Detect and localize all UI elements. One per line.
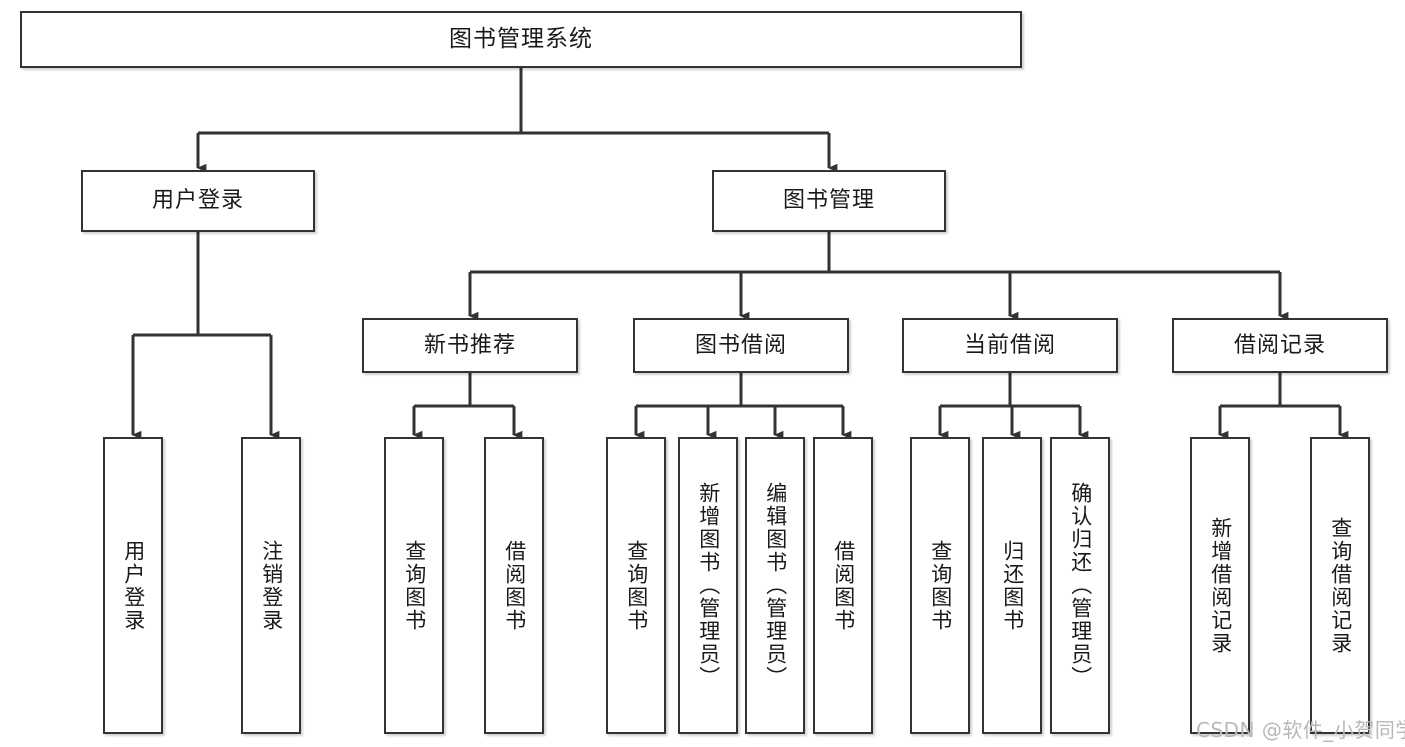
node-label: 借阅图书	[831, 539, 856, 632]
leaf-confirm-return-admin[interactable]: 确认归还（管理员）	[1050, 437, 1110, 734]
leaf-user-login[interactable]: 用户登录	[103, 437, 163, 734]
csdn-watermark: CSDN @软件_小贺同学	[1196, 718, 1405, 742]
node-label: 查询图书	[624, 539, 649, 632]
leaf-user-logout[interactable]: 注销登录	[241, 437, 301, 734]
node-label: 确认归还（管理员）	[1068, 482, 1093, 689]
leaf-return-book[interactable]: 归还图书	[982, 437, 1042, 734]
node-label: 用户登录	[151, 188, 244, 214]
node-user-login[interactable]: 用户登录	[81, 170, 315, 232]
node-label: 查询图书	[928, 539, 953, 632]
leaf-add-book-admin[interactable]: 新增图书（管理员）	[678, 437, 738, 734]
node-label: 借阅记录	[1233, 332, 1326, 358]
node-current-borrowing[interactable]: 当前借阅	[902, 318, 1118, 373]
leaf-query-book-recommendation[interactable]: 查询图书	[384, 437, 444, 734]
node-label: 图书借阅	[694, 332, 787, 358]
node-label: 借阅图书	[502, 539, 527, 632]
node-label: 编辑图书（管理员）	[763, 482, 788, 689]
leaf-query-borrowing-record[interactable]: 查询借阅记录	[1310, 437, 1370, 734]
node-label: 归还图书	[1000, 539, 1025, 632]
node-label: 查询图书	[402, 539, 427, 632]
leaf-add-borrowing-record[interactable]: 新增借阅记录	[1190, 437, 1250, 734]
node-label: 新书推荐	[423, 332, 516, 358]
node-root-system[interactable]: 图书管理系统	[20, 11, 1022, 68]
node-label: 当前借阅	[963, 332, 1056, 358]
node-book-borrowing[interactable]: 图书借阅	[633, 318, 849, 373]
node-borrowing-record[interactable]: 借阅记录	[1172, 318, 1388, 373]
leaf-query-book-current[interactable]: 查询图书	[910, 437, 970, 734]
node-label: 注销登录	[259, 539, 284, 632]
node-label: 用户登录	[121, 539, 146, 632]
leaf-query-book-borrowing[interactable]: 查询图书	[606, 437, 666, 734]
node-new-book-recommendation[interactable]: 新书推荐	[362, 318, 578, 373]
leaf-edit-book-admin[interactable]: 编辑图书（管理员）	[745, 437, 805, 734]
leaf-borrow-book[interactable]: 借阅图书	[813, 437, 873, 734]
leaf-borrow-book-recommendation[interactable]: 借阅图书	[484, 437, 544, 734]
node-book-management[interactable]: 图书管理	[712, 170, 946, 232]
node-label: 图书管理	[782, 188, 875, 214]
node-label: 新增图书（管理员）	[696, 482, 721, 689]
node-label: 查询借阅记录	[1328, 516, 1353, 655]
node-label: 图书管理系统	[449, 25, 593, 52]
node-label: 新增借阅记录	[1208, 516, 1233, 655]
